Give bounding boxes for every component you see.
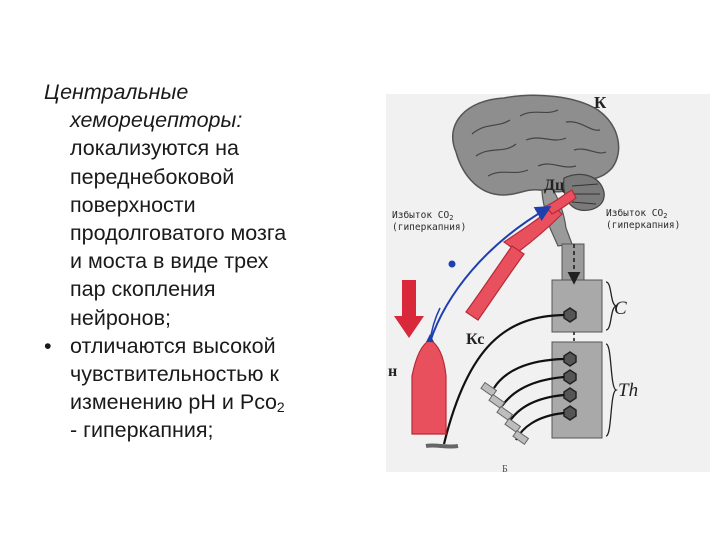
spinal-segment-c	[551, 279, 603, 333]
neuron-th-4	[563, 405, 577, 421]
intro-line: локализуются на	[70, 136, 239, 161]
right-note-line1: Избыток CO2	[606, 208, 667, 220]
bullet-line-text: изменению pH и Pco	[70, 390, 277, 415]
label-th: Th	[618, 380, 638, 401]
right-note-subscript: 2	[663, 212, 667, 220]
afferent-pathway	[429, 205, 552, 343]
label-dc: Дц	[544, 177, 564, 194]
artery-upper	[545, 189, 577, 215]
artery-branch	[465, 245, 525, 321]
intro-line: пар скопления	[70, 277, 216, 302]
neuron-th-1	[563, 351, 577, 367]
intercostal-muscles	[480, 381, 530, 445]
heading-line-2: хеморецепторы:	[70, 108, 243, 133]
intro-paragraph: локализуются на переднебоковой поверхнос…	[44, 134, 374, 331]
bullet-line: чувствительностью к	[70, 362, 279, 387]
brain-hemisphere	[451, 94, 620, 196]
label-ks: Кс	[466, 331, 484, 348]
intro-line: поверхности	[70, 192, 196, 217]
brain-gyri	[471, 109, 607, 177]
cerebellum-folds	[570, 183, 600, 205]
bullet-line: изменению pH и Pco2	[70, 388, 374, 416]
spinal-cord-upper	[561, 243, 585, 285]
left-note-subscript: 2	[449, 214, 453, 222]
left-note-line2: (гиперкапния)	[392, 222, 466, 233]
brace-th	[605, 343, 619, 437]
label-c: С	[614, 298, 627, 319]
label-n: н	[388, 363, 397, 380]
left-note-text: Избыток CO	[392, 210, 449, 221]
left-note-line1: Избыток CO2	[392, 210, 453, 222]
intro-line: и моста в виде трех	[70, 249, 269, 274]
phrenic-nerve-end	[425, 443, 459, 449]
intro-line: продолговатого мозга	[70, 221, 287, 246]
co2-arrow	[394, 280, 424, 338]
label-b: Б	[502, 464, 508, 472]
right-note-line2: (гиперкапния)	[606, 220, 680, 231]
receptor-marker	[426, 334, 434, 342]
intro-line: переднебоковой	[70, 164, 235, 189]
afferent-ganglion	[448, 260, 456, 268]
co2-subscript: 2	[276, 399, 285, 416]
intro-line: нейронов;	[70, 305, 171, 330]
main-text: Центральные хеморецепторы: локализуются …	[44, 78, 374, 445]
bullet-marker: •	[44, 333, 52, 358]
neuron-th-3	[563, 387, 577, 403]
bullet-line: отличаются высокой	[70, 333, 276, 358]
label-k: К	[594, 94, 607, 112]
brace-c	[605, 281, 619, 331]
neuron-th-2	[563, 369, 577, 385]
bullet-item: • отличаются высокой чувствительностью к…	[44, 332, 374, 445]
bullet-line: - гиперкапния;	[70, 418, 214, 443]
spinal-segment-th	[551, 341, 603, 439]
motor-neuron-group	[563, 307, 577, 421]
heading-line-1: Центральные	[44, 80, 189, 104]
neuron-c	[563, 307, 577, 323]
chemoreceptor-diagram: К Дц Кс н С Th Б Избыток CO2 (гиперкапни…	[386, 94, 710, 472]
right-note-text: Избыток CO	[606, 208, 663, 219]
